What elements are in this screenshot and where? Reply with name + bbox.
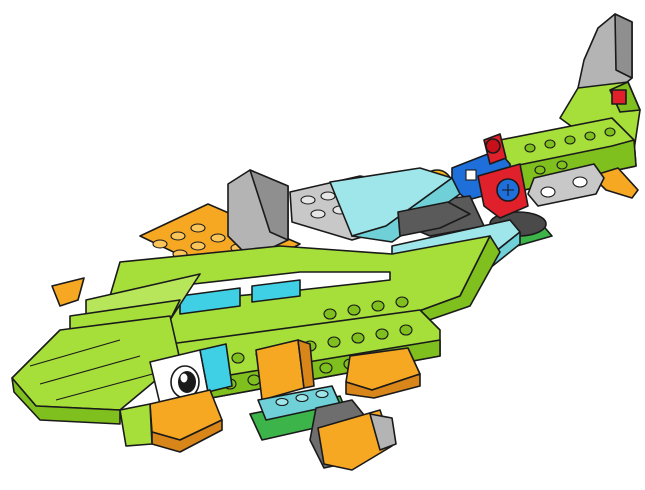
fish-pupil (178, 371, 196, 393)
body-lower (169, 296, 441, 471)
tail-beam-holes (524, 127, 616, 175)
red-axle-pieces (477, 133, 529, 219)
tail-fin-orange (591, 167, 639, 199)
head-face (11, 277, 233, 453)
orange-pectoral-fin-front (255, 339, 305, 401)
tail-red-peg (611, 89, 627, 105)
orange-head-fin (51, 277, 85, 307)
cyan-side-tile (179, 287, 241, 315)
tail-section (499, 13, 641, 207)
